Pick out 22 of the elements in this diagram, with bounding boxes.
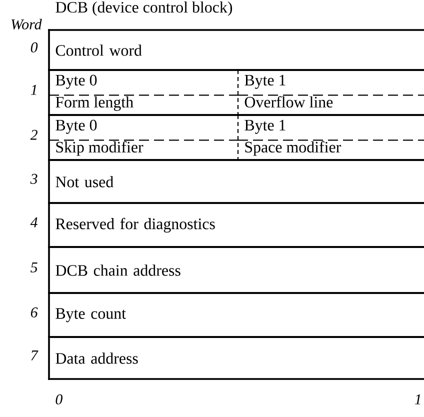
- table-row: Data address: [48, 336, 424, 380]
- table-row: Byte count: [48, 292, 424, 338]
- word-number: 4: [30, 217, 38, 228]
- bit-number: 0: [56, 394, 62, 404]
- table-cell: Byte 1 Space modifier: [237, 114, 424, 161]
- word-number: 7: [31, 350, 38, 360]
- word-number: 0: [30, 42, 38, 52]
- title: DCB (device control block): [56, 1, 232, 16]
- word-number: 6: [30, 307, 38, 318]
- word-number: 1: [30, 84, 36, 95]
- table-cell: Byte 0 Form length: [48, 69, 239, 116]
- table-cell: Byte 1 Overflow line: [237, 69, 424, 116]
- table-row: Control word: [48, 29, 424, 71]
- table-row: DCB chain address: [48, 246, 424, 294]
- table-cell: Byte 0 Skip modifier: [48, 114, 239, 161]
- bit-number: 1: [414, 394, 420, 404]
- word-number: 5: [30, 262, 38, 272]
- word-number: 2: [30, 130, 38, 140]
- table-row: Reserved for diagnostics: [48, 202, 424, 248]
- column-heading: Word: [12, 18, 42, 30]
- word-number: 3: [30, 174, 38, 184]
- table-row: Not used: [48, 159, 424, 204]
